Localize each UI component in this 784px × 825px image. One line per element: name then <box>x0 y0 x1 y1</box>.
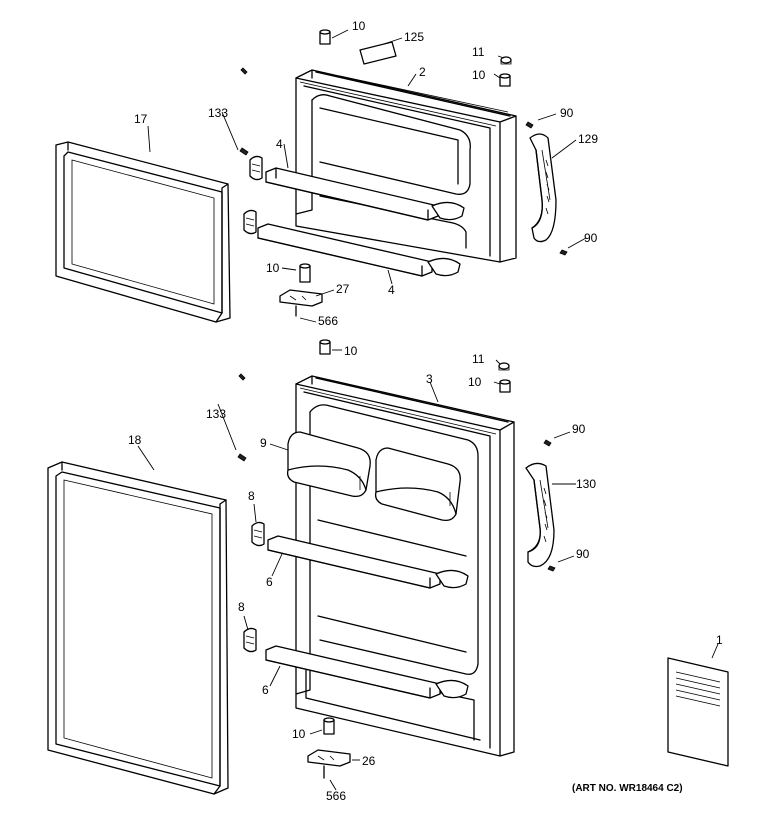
lower-plug-cap-10 <box>319 339 331 355</box>
callout-17: 17 <box>134 112 148 126</box>
callout-27: 27 <box>336 282 350 296</box>
callout-8-upper: 8 <box>248 489 255 503</box>
callout-125: 125 <box>404 30 424 44</box>
callout-566-upper: 566 <box>318 314 338 328</box>
callout-18: 18 <box>128 433 142 447</box>
callout-3: 3 <box>426 372 433 386</box>
screw-90-upper-a <box>525 121 534 129</box>
callout-2: 2 <box>419 65 426 79</box>
hinge-pin-10-lower <box>323 717 335 735</box>
freezer-shelf-bracket-top <box>249 155 263 181</box>
callout-10-top-cap: 10 <box>352 19 366 33</box>
callout-10-upper-hinge-pin: 10 <box>266 261 280 275</box>
callout-11-upper: 11 <box>472 45 485 59</box>
leader-lines <box>137 29 719 791</box>
fresh-food-door-handle <box>525 462 555 568</box>
callout-129: 129 <box>578 132 598 146</box>
fresh-food-bracket-top <box>251 521 265 547</box>
callout-130: 130 <box>576 477 596 491</box>
callout-10-lower-hinge-pin: 10 <box>292 727 306 741</box>
callout-6-upper: 6 <box>266 575 273 589</box>
callout-4-lower: 4 <box>388 283 395 297</box>
callout-1: 1 <box>716 633 723 647</box>
callout-90-upper-b: 90 <box>584 231 598 245</box>
upper-plug-cap-10 <box>319 29 331 45</box>
freezer-lower-shelf-bar <box>257 223 461 277</box>
dairy-compartment-doors <box>286 431 461 522</box>
screw-90-lower-a <box>543 439 552 447</box>
callout-11-lower: 11 <box>472 352 485 366</box>
art-number: (ART NO. WR18464 C2) <box>572 783 683 794</box>
freezer-upper-shelf-bar <box>265 167 465 221</box>
trim-strip-125 <box>359 41 397 65</box>
screw-133-lower-a <box>238 373 246 381</box>
screw-90-upper-b <box>559 249 568 256</box>
screw-133-lower-b <box>237 453 247 462</box>
fresh-food-upper-shelf-bar <box>267 535 469 589</box>
freezer-door-handle <box>529 133 557 243</box>
callout-9: 9 <box>260 436 267 450</box>
lower-bushing-10 <box>499 379 511 393</box>
callout-10-upper-bushing: 10 <box>472 68 486 82</box>
callout-90-upper-a: 90 <box>560 106 574 120</box>
hinge-26 <box>307 749 351 767</box>
callout-10-lower-bushing: 10 <box>468 375 482 389</box>
hinge-27 <box>279 289 323 307</box>
fresh-food-bracket-bottom <box>243 627 257 653</box>
fresh-food-door-gasket <box>47 461 229 795</box>
callout-90-lower-a: 90 <box>572 422 586 436</box>
freezer-shelf-bracket-bottom <box>243 209 257 235</box>
lower-bushing-11 <box>498 362 510 371</box>
callout-6-lower: 6 <box>262 683 269 697</box>
freezer-door-gasket <box>55 141 231 323</box>
screw-133-upper-b <box>239 147 249 156</box>
screw-133-upper-a <box>240 67 248 75</box>
hinge-pin-10-upper <box>299 263 311 283</box>
callout-8-lower: 8 <box>238 600 245 614</box>
freezer-door-liner <box>295 69 517 263</box>
callout-10-lower-cap: 10 <box>344 344 358 358</box>
fresh-food-lower-shelf-bar <box>265 645 469 699</box>
instruction-card <box>667 657 729 767</box>
upper-bushing-11 <box>500 56 512 65</box>
upper-bushing-10 <box>499 73 511 87</box>
callout-26: 26 <box>362 754 376 768</box>
callout-4-upper: 4 <box>276 137 283 151</box>
callout-133-upper: 133 <box>208 106 228 120</box>
screw-90-lower-b <box>547 565 556 572</box>
callout-133-lower: 133 <box>206 407 226 421</box>
callout-566-lower: 566 <box>326 789 346 803</box>
callout-90-lower-b: 90 <box>576 547 590 561</box>
